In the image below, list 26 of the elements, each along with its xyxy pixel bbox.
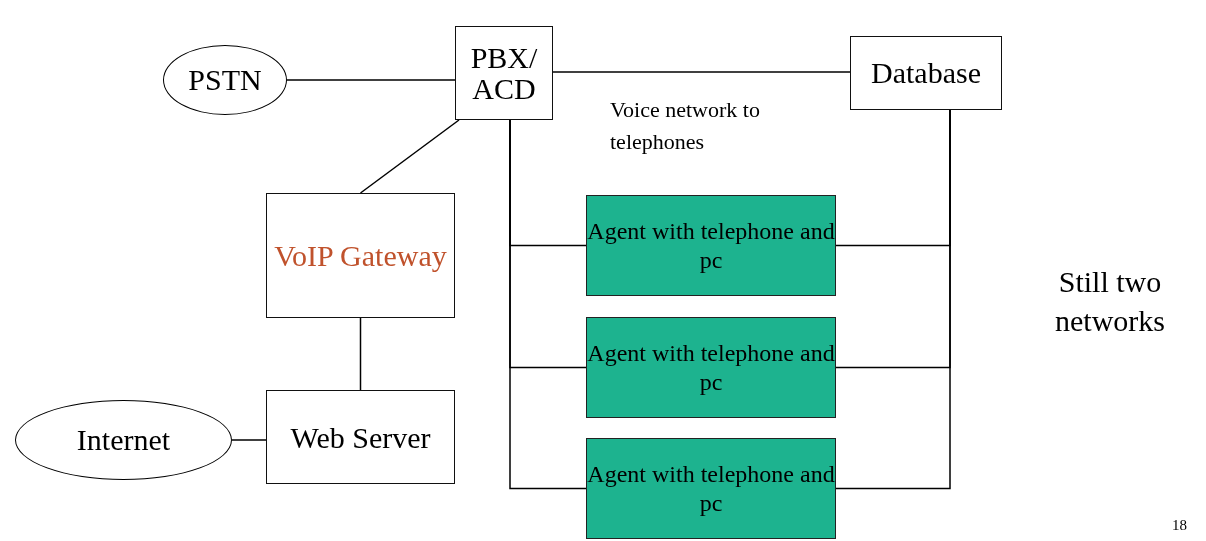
connector-line — [509, 119, 587, 490]
annotation-text: Still two networks — [1054, 264, 1166, 339]
process-box — [266, 390, 455, 484]
node-text: Agent with telephone and pc — [587, 459, 835, 518]
annotation-text: Voice network to telephones — [610, 96, 760, 156]
connector-line — [231, 439, 267, 441]
node-text: Database — [871, 55, 981, 91]
process-box — [455, 26, 553, 120]
connector-line — [359, 317, 362, 391]
node-text: Internet — [76, 422, 171, 458]
process-box — [266, 193, 455, 318]
page-number: 18 — [1172, 516, 1188, 534]
agent-box — [586, 317, 836, 418]
node-text: PBX/ ACD — [469, 41, 539, 105]
agent-box — [586, 438, 836, 539]
node-text: Agent with telephone and pc — [587, 216, 835, 275]
node-text: Agent with telephone and pc — [587, 338, 835, 397]
connector-line — [286, 79, 456, 81]
agent-box — [586, 195, 836, 296]
connector-line — [359, 119, 460, 194]
connector-line — [835, 109, 951, 490]
node-text: PSTN — [188, 62, 262, 98]
node-text: Web Server — [290, 419, 431, 456]
connector-line — [552, 71, 851, 73]
node-text: VoIP Gateway — [274, 238, 447, 274]
process-box — [850, 36, 1002, 110]
